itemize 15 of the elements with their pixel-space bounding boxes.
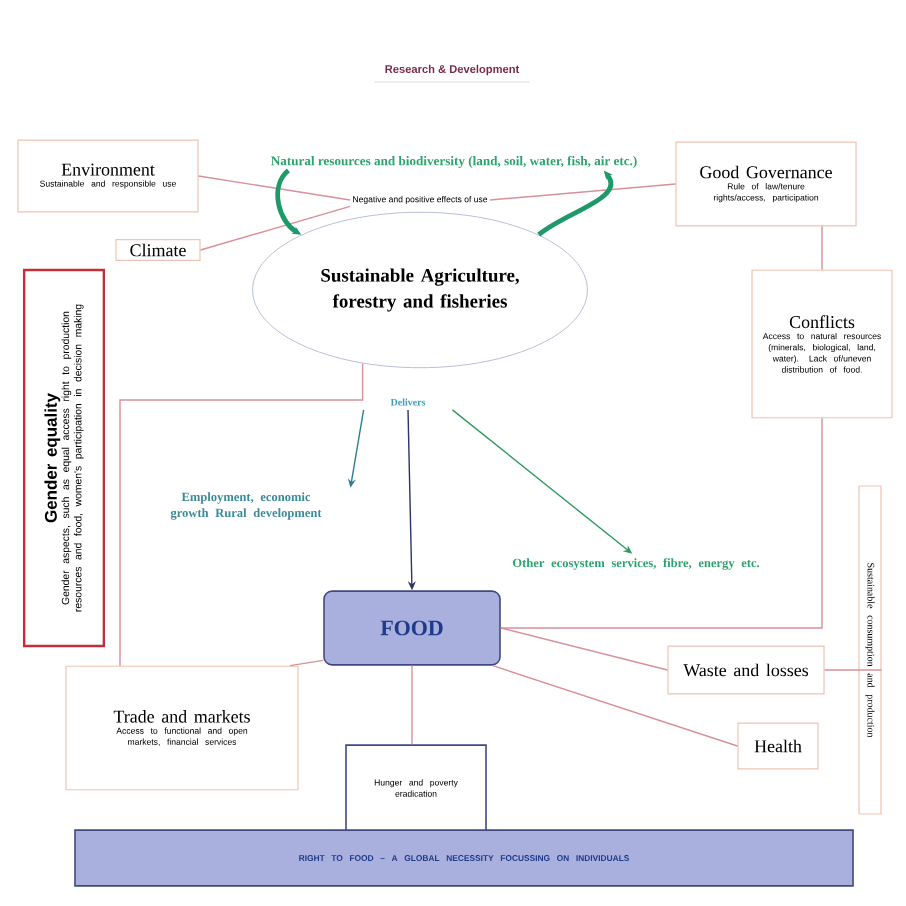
climate-box: Climate <box>115 239 201 261</box>
connector-line <box>500 627 669 671</box>
connector-line <box>821 225 823 271</box>
connector-line <box>823 669 883 671</box>
connector-line <box>289 659 324 667</box>
connector-line <box>197 175 351 201</box>
waste-box: Waste and losses <box>667 645 825 695</box>
connector-line <box>411 664 413 746</box>
connector-line <box>199 205 351 251</box>
food-box: FOOD <box>323 590 501 666</box>
connector-line <box>500 417 823 629</box>
connector-line <box>492 664 739 747</box>
health-box: Health <box>737 722 819 770</box>
connector-line <box>489 183 677 201</box>
connector-line <box>119 362 364 667</box>
